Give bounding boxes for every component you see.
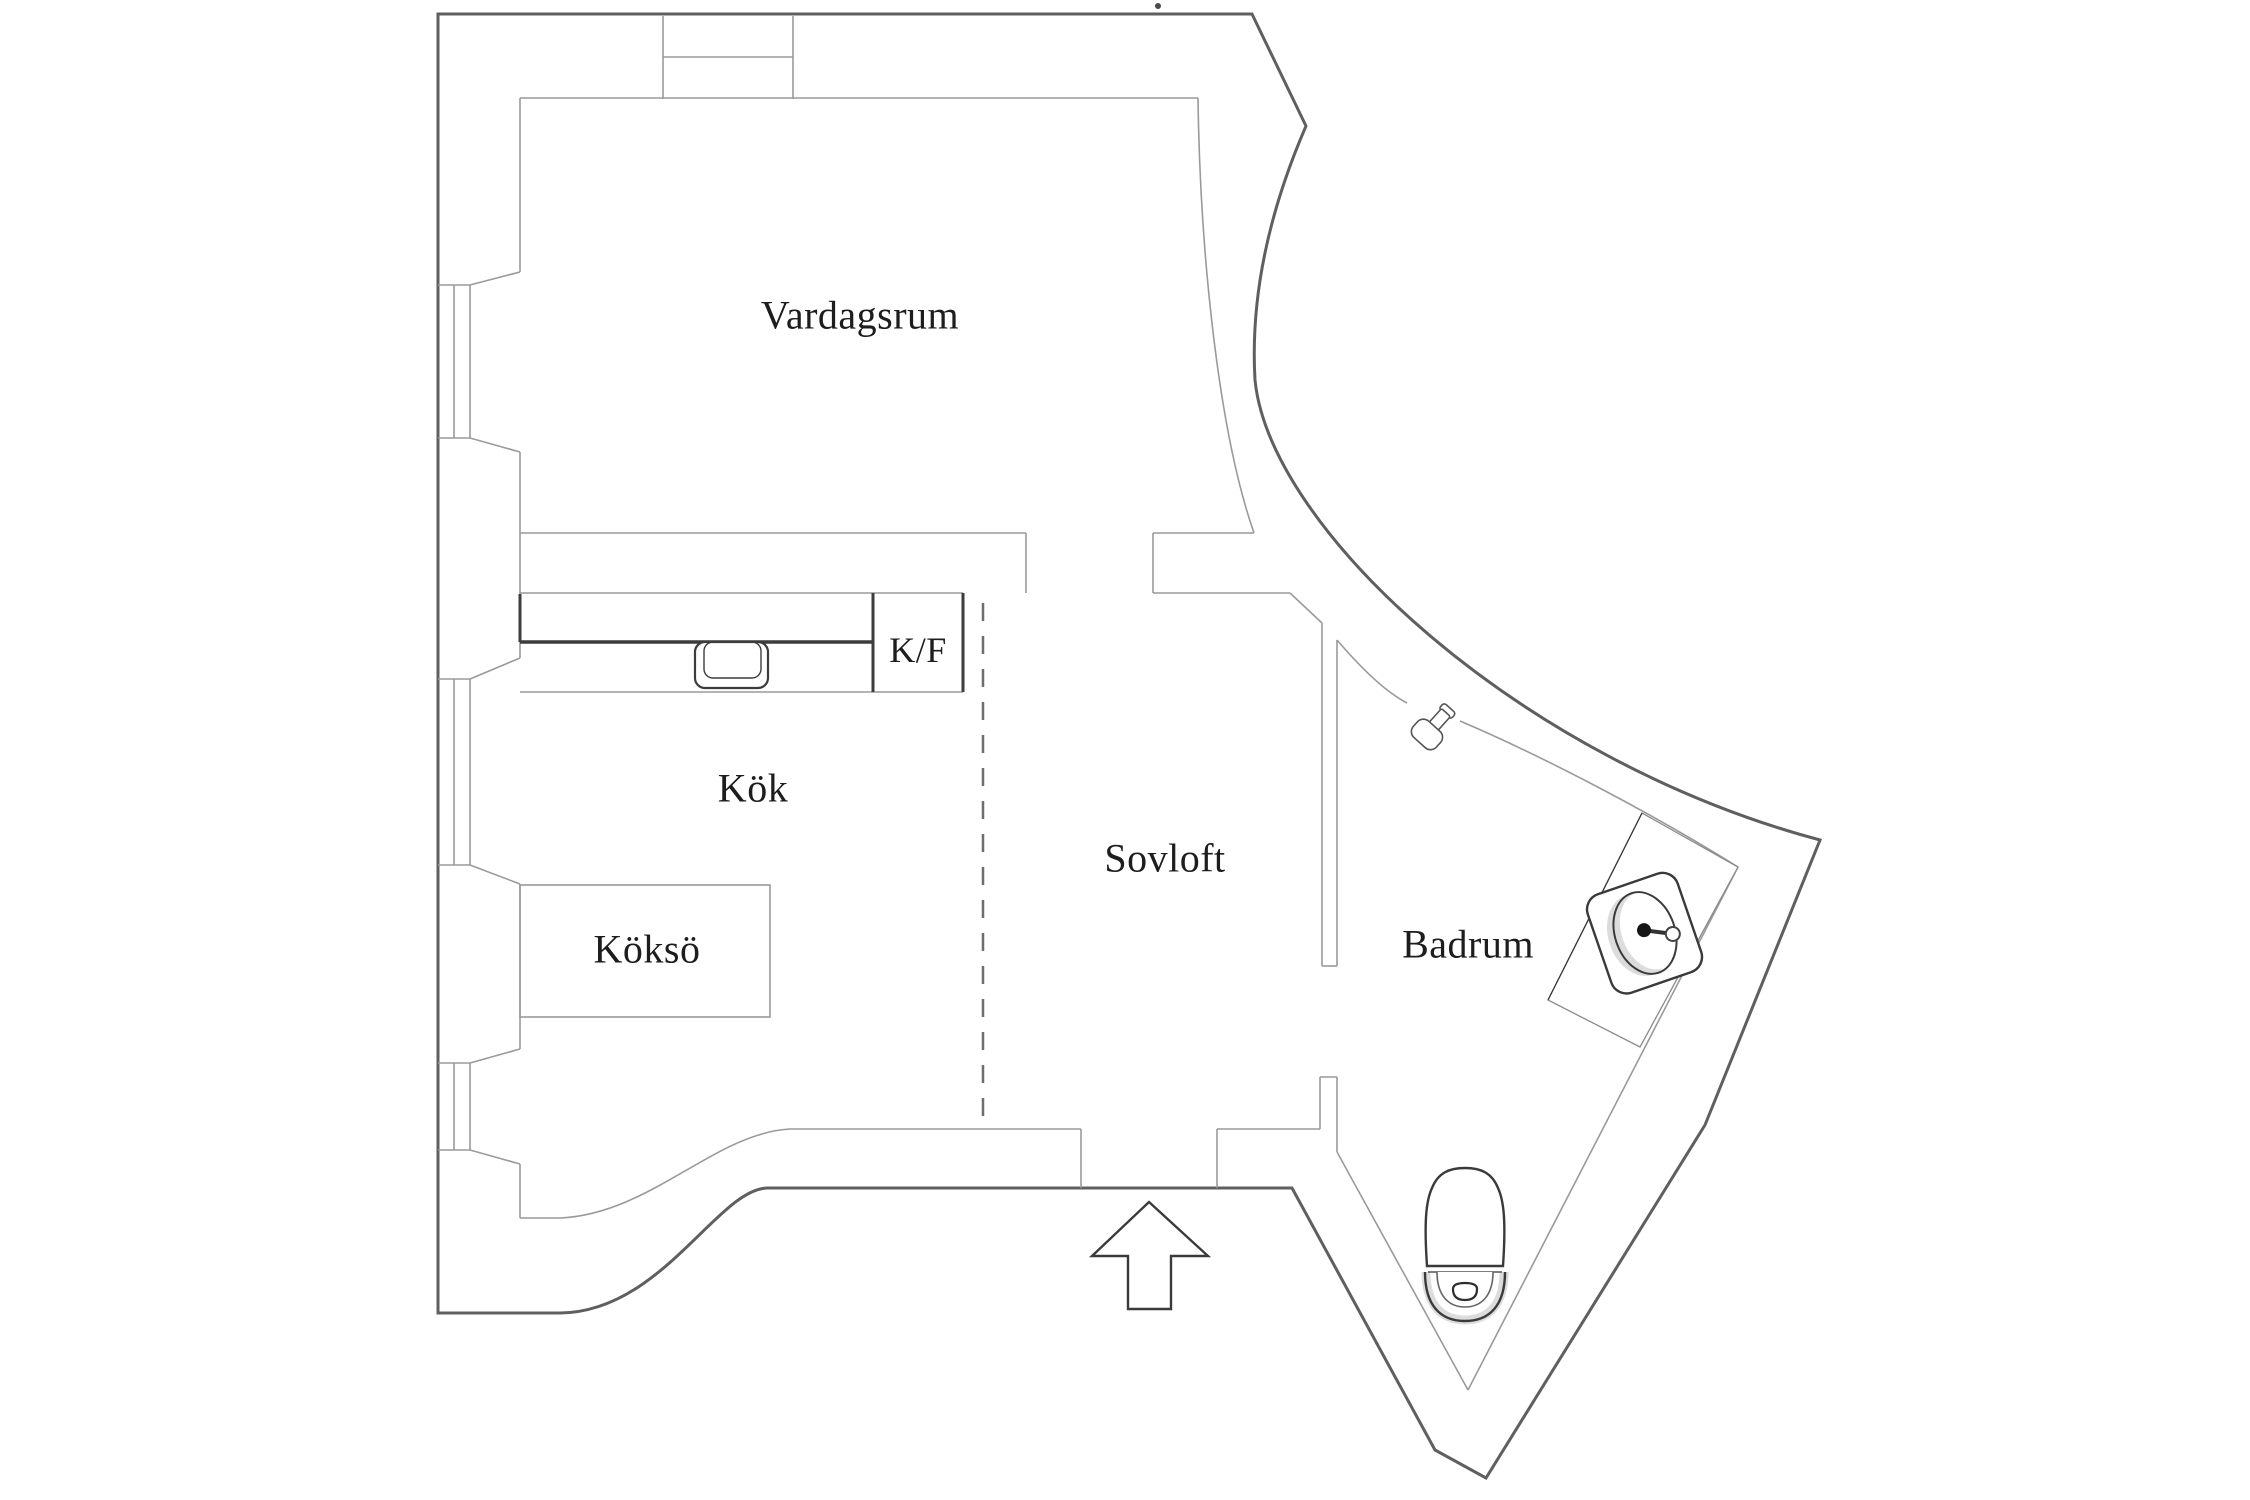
room-label-kok: Kök xyxy=(717,765,789,811)
entry-arrow-icon xyxy=(1088,1200,1212,1311)
room-label-vardagsrum: Vardagsrum xyxy=(760,292,960,338)
toilet-icon xyxy=(1421,1166,1509,1325)
window-bay-3 xyxy=(438,1048,521,1165)
kitchen-island xyxy=(519,884,771,1018)
room-label-kf: K/F xyxy=(889,630,947,670)
stray-dot xyxy=(1155,3,1161,9)
room-label-badrum: Badrum xyxy=(1402,921,1534,967)
interior-wall-lines xyxy=(438,16,1739,1391)
kitchen-counter xyxy=(518,593,965,692)
chimney-shaft xyxy=(662,16,794,99)
window-bay-1 xyxy=(438,271,521,453)
outer-wall xyxy=(436,12,1823,1480)
window-bay-2 xyxy=(438,657,521,885)
shower-icon xyxy=(1410,703,1456,751)
room-label-sovloft: Sovloft xyxy=(1104,835,1226,881)
room-label-kokso: Köksö xyxy=(593,926,701,972)
bathroom-sink-icon xyxy=(1547,812,1739,1048)
kitchen-sink-icon xyxy=(693,640,770,690)
